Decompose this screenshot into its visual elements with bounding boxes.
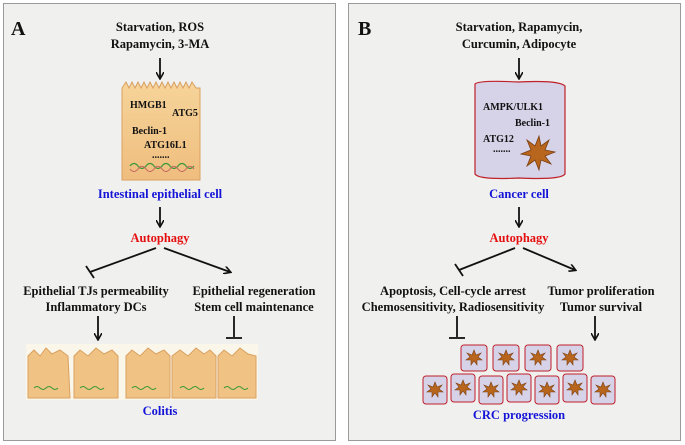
panel-a-inducers-line1: Starvation, ROS	[115, 20, 205, 34]
colitis-epithelium	[26, 344, 258, 400]
inhibit-bar-b	[454, 263, 464, 277]
cell-label-ellipsis: .......	[152, 150, 170, 161]
inhibit-bar-a	[85, 265, 95, 279]
promote-arrow-a	[163, 247, 230, 272]
cell-label-atg12: ATG12	[483, 134, 514, 145]
panel-a-letter: A	[11, 18, 26, 40]
panel-b-letter: B	[358, 18, 372, 40]
cell-name-a: Intestinal epithelial cell	[97, 187, 223, 201]
outcome-b: CRC progression	[472, 408, 566, 422]
autophagy-a: Autophagy	[130, 231, 190, 245]
cell-label-ampk-ulk1: AMPK/ULK1	[483, 102, 543, 113]
tumor-cell-cluster	[422, 344, 616, 405]
cell-name-b: Cancer cell	[489, 187, 549, 201]
inhibit-line-a	[89, 247, 157, 273]
promoted-b-line2: Tumor survival	[559, 300, 643, 314]
cell-label-hmgb1: HMGB1	[130, 100, 167, 111]
panel-b: B Starvation, Rapamycin, Curcumin, Adipo…	[348, 3, 681, 441]
inhibited-a-line1: Epithelial TJs permeability	[23, 284, 169, 298]
inhibit-line-b	[458, 247, 516, 271]
panel-a-graphics	[26, 58, 258, 400]
panel-b-graphics	[422, 58, 616, 405]
cell-label-beclin1-b: Beclin-1	[515, 118, 550, 129]
panel-b-inducers-line1: Starvation, Rapamycin,	[455, 20, 583, 34]
inhibited-b-line2: Chemosensitivity, Radiosensitivity	[361, 300, 545, 314]
cell-label-atg16l1: ATG16L1	[144, 140, 187, 151]
cancer-cell	[474, 80, 566, 180]
tumor-star-icon	[519, 134, 557, 172]
promoted-b-line1: Tumor proliferation	[547, 284, 655, 298]
panel-a: A Starvation, ROS Rapamycin, 3-MA	[3, 3, 336, 441]
cell-label-atg5: ATG5	[172, 108, 198, 119]
promoted-a-line1: Epithelial regeneration	[192, 284, 316, 298]
autophagy-b: Autophagy	[489, 231, 549, 245]
inhibited-b-line1: Apoptosis, Cell-cycle arrest	[380, 284, 526, 298]
promoted-a-line2: Stem cell maintenance	[194, 300, 314, 314]
inhibited-a-line2: Inflammatory DCs	[45, 300, 147, 314]
cell-label-beclin1: Beclin-1	[132, 126, 167, 137]
panel-a-inducers-line2: Rapamycin, 3-MA	[110, 37, 210, 51]
panel-b-inducers-line2: Curcumin, Adipocyte	[461, 37, 577, 51]
cell-label-ellipsis-b: .......	[493, 144, 511, 155]
intestinal-epithelial-cell	[121, 80, 201, 181]
outcome-a: Colitis	[142, 404, 178, 418]
promote-arrow-b	[522, 247, 575, 270]
